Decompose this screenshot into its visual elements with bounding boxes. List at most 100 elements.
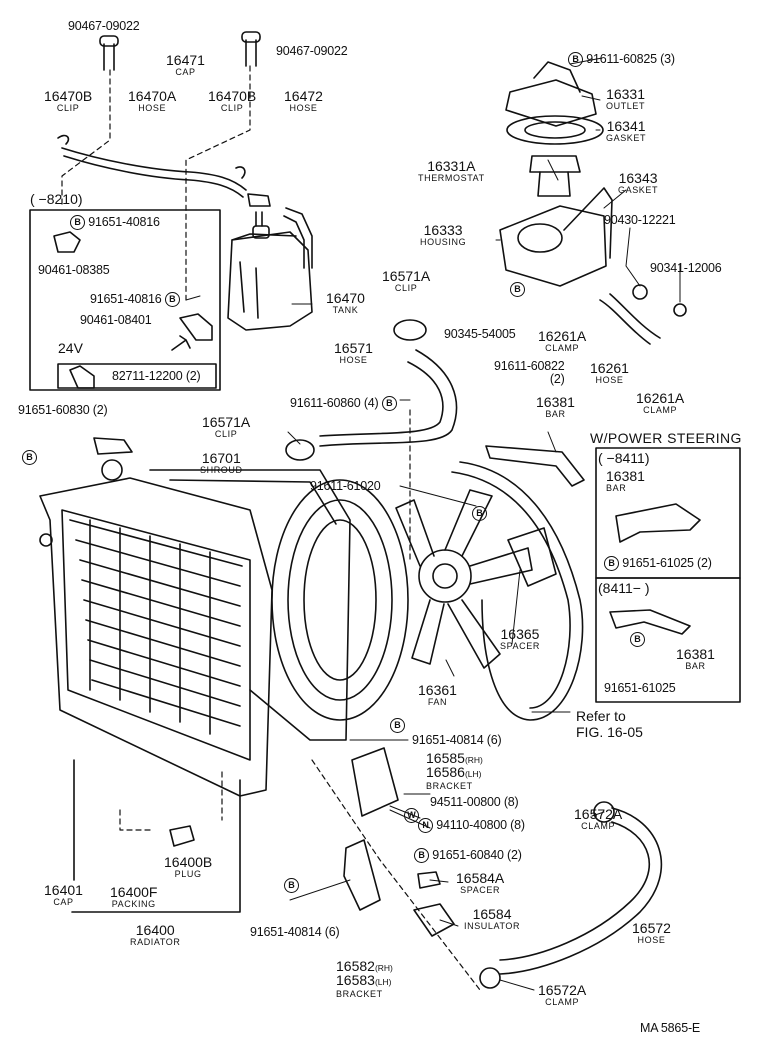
- label-16261a-clamp-left: 16261A CLAMP: [538, 329, 586, 353]
- label-91651-40816-b: 91651-40816 B: [90, 292, 180, 307]
- quantity: (2): [185, 369, 201, 383]
- label-90430-12221: 90430-12221: [604, 213, 676, 227]
- part-side: (LH): [464, 769, 482, 779]
- marker-b-bracket: B: [284, 878, 299, 894]
- part-name: FAN: [427, 697, 448, 707]
- part-number: 16261A: [636, 390, 685, 406]
- label-16585: 16585(RH): [426, 750, 483, 767]
- marker-b: B: [70, 215, 85, 230]
- label-16331-outlet: 16331 OUTLET: [606, 87, 646, 111]
- label-90345-54005: 90345-54005: [444, 327, 516, 341]
- marker-b: B: [568, 52, 583, 67]
- upper-hoses: [285, 293, 661, 461]
- thermostat-stack: [499, 61, 687, 317]
- label-90467-right: 90467-09022: [276, 44, 348, 58]
- part-name: HOUSING: [420, 237, 467, 247]
- part-number: 16381: [676, 646, 715, 662]
- part-side: (RH): [374, 963, 393, 973]
- part-number: 16333: [423, 222, 463, 238]
- label-16572a-clamp-bottom: 16572A CLAMP: [538, 982, 587, 1007]
- power-steering-box: [595, 447, 741, 703]
- label-16472-hose: 16472 HOSE: [284, 88, 323, 113]
- label-16401-cap: 16401 CAP: [44, 883, 83, 907]
- label-16582: 16582(RH): [336, 959, 393, 975]
- part-name: BRACKET: [426, 781, 473, 791]
- part-number: 91651-40816: [88, 214, 160, 229]
- part-number: 91651-61025 (2): [622, 555, 712, 570]
- part-number: 16400B: [164, 854, 213, 870]
- part-name: PACKING: [111, 899, 156, 909]
- lower-hose: [479, 801, 663, 989]
- part-name: BRACKET: [336, 989, 383, 999]
- part-name: OUTLET: [606, 101, 646, 111]
- drain-plug: [169, 825, 195, 847]
- part-name: BAR: [685, 661, 706, 671]
- radiator-core: [39, 437, 273, 797]
- part-name: HOSE: [595, 375, 624, 385]
- part-number: 16585: [426, 750, 465, 766]
- part-number: 16572A: [538, 982, 587, 998]
- marker-b: B: [381, 396, 397, 411]
- label-16572-hose: 16572 HOSE: [632, 921, 671, 945]
- part-number: 16470A: [128, 88, 177, 104]
- part-side: (LH): [374, 977, 392, 987]
- label-16400-radiator: 16400 RADIATOR: [130, 923, 180, 947]
- part-name: CLAMP: [643, 405, 678, 415]
- part-number: 16361: [418, 682, 457, 698]
- marker-b: B: [630, 632, 645, 648]
- label-16571a-clip-mid: 16571A CLIP: [202, 414, 251, 439]
- part-name: CAP: [53, 897, 74, 907]
- label-ps-91651-61025-a: B 91651-61025 (2): [604, 556, 712, 571]
- part-name: HOSE: [289, 103, 318, 113]
- label-16572a-clamp-top: 16572A CLAMP: [574, 807, 622, 831]
- ps-range-2: (8411− ): [598, 580, 650, 596]
- part-name: HOSE: [637, 935, 666, 945]
- part-number: 16584A: [456, 870, 505, 886]
- label-16261a-clamp-right: 16261A CLAMP: [636, 390, 685, 415]
- part-number: 16470B: [208, 88, 257, 104]
- marker-b-housing: B: [510, 282, 525, 298]
- label-ps-16381-bar-a: 16381 BAR: [606, 469, 645, 493]
- part-name: HOSE: [138, 103, 167, 113]
- label-24v: 24V: [58, 340, 83, 356]
- part-number: 91651-60840 (2): [432, 847, 522, 862]
- box-24v: [57, 363, 217, 389]
- refer-to-fig: Refer to FIG. 16-05: [576, 708, 643, 740]
- cap-screws-top: [99, 31, 261, 71]
- marker-b-ps: B: [630, 632, 645, 648]
- marker-b-left: B: [22, 450, 37, 466]
- label-16331a-thermostat: 16331A THERMOSTAT: [418, 159, 485, 183]
- label-90461-08385: 90461-08385: [38, 263, 110, 277]
- part-number: 16571A: [382, 268, 431, 284]
- part-number: 16701: [201, 450, 241, 466]
- part-name: SPACER: [460, 885, 501, 895]
- marker-b: B: [510, 282, 525, 298]
- bar-16381: [485, 445, 585, 487]
- label-16361-fan: 16361 FAN: [418, 682, 457, 707]
- label-ps-91651-61025-b: 91651-61025: [604, 681, 676, 695]
- label-91611-60822: 91611-60822 (2): [494, 360, 565, 386]
- marker-b: B: [22, 450, 37, 466]
- radiator-bracket-line: [71, 759, 241, 913]
- reservoir-tank: [227, 193, 313, 331]
- marker-b-fan: B: [472, 506, 487, 522]
- part-number: 16381: [536, 394, 575, 410]
- part-number: 16571A: [202, 414, 251, 430]
- part-number: 91611-60860 (4): [290, 395, 379, 410]
- part-name: BAR: [545, 409, 566, 419]
- quantity: (2): [549, 372, 565, 386]
- drive-belt: [451, 461, 584, 721]
- label-94110-40800: N 94110-40800 (8): [418, 818, 525, 833]
- label-16571-hose: 16571 HOSE: [334, 341, 373, 365]
- label-91651-60830: 91651-60830 (2): [18, 403, 108, 417]
- marker-b: B: [414, 848, 429, 863]
- part-number: 16472: [284, 88, 323, 104]
- label-91651-60840: B 91651-60840 (2): [414, 848, 522, 863]
- figure-code: MA 5865-E: [640, 1021, 701, 1035]
- part-name: GASKET: [618, 185, 659, 195]
- label-16701-shroud: 16701 SHROUD: [200, 450, 243, 475]
- part-name: INSULATOR: [464, 921, 521, 931]
- part-name: CLIP: [56, 103, 80, 113]
